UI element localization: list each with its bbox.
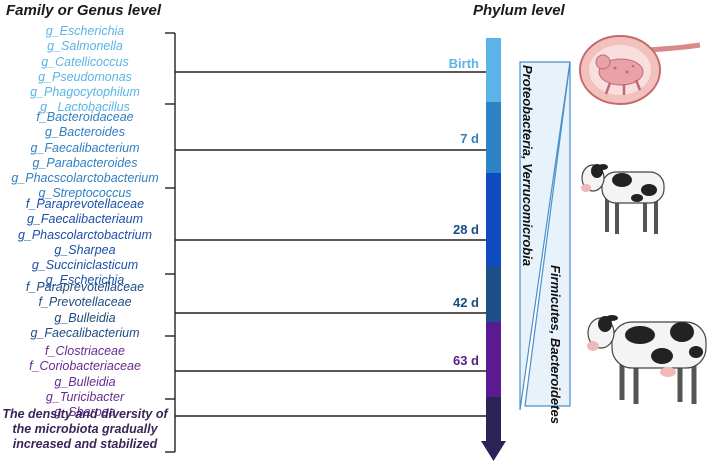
taxa-group-birth: g_Escherichia g_Salmonella g_Catellicocc… [0, 24, 170, 116]
taxa-group-7d: f_Bacteroidaceae g_Bacteroides g_Faecali… [0, 110, 170, 202]
taxon-label: f_Clostriaceae [45, 344, 125, 358]
stage-label-63d: 63 d [452, 353, 479, 368]
phylum-label-right: Firmicutes, Bacteroidetes [548, 265, 563, 424]
summary-line: The density and diversity of [2, 407, 168, 421]
stage-label-7d: 7 d [460, 131, 479, 146]
phylum-label-left: Proteobacteria, Verrucomicrobia [520, 65, 535, 267]
adult-cow-image [587, 315, 707, 404]
taxon-label: g_Phascolarctobactrium [17, 227, 153, 242]
timeline-segment-7d [486, 102, 501, 173]
stage-label-28d: 28 d [452, 222, 479, 237]
taxon-label: f_Paraprevotellaceae [25, 280, 145, 294]
taxon-label: g_Catellicoccus [41, 54, 129, 69]
taxon-label: g_Bacteroides [45, 125, 125, 140]
timeline-arrowhead [481, 441, 506, 461]
taxon-label: g_Bulleidia [54, 374, 116, 389]
taxon-label: g_ Lactobacillus [40, 100, 130, 115]
fetus-in-uterus-image [579, 35, 701, 105]
taxon-label: g_Faecalibacterium [30, 325, 140, 340]
taxon-label: g_Phacscolarctobacterium [11, 171, 159, 186]
taxa-group-28d: f_Paraprevotellaceae g_Faecalibacteriaum… [0, 197, 170, 289]
taxon-label: g_Sharpea [54, 405, 116, 420]
taxon-label: g_Faecalibacterium [30, 140, 140, 155]
timeline-segment-42d [486, 267, 501, 322]
timeline-segment-63d [486, 322, 501, 397]
stage-label-42d: 42 d [452, 295, 479, 310]
timeline-segment-end [486, 397, 501, 442]
taxon-label: g_Parabacteroides [32, 155, 138, 170]
taxon-label: g_Bulleidia [54, 310, 116, 325]
taxa-group-63d: f_Clostriaceae f_Coriobacteriaceae g_Bul… [0, 344, 170, 420]
summary-text: The density and diversity of the microbi… [0, 407, 170, 452]
stage-label-birth: Birth [448, 56, 479, 71]
taxa-group-42d: f_Paraprevotellaceae f_Prevotellaceae g_… [0, 280, 170, 341]
taxon-label: g_Escherichia [45, 24, 125, 38]
taxon-label: g_Turicibacter [45, 389, 125, 404]
taxon-label: f_Bacteroidaceae [36, 110, 134, 124]
taxon-label: g_Succiniclasticum [31, 258, 139, 273]
summary-line: the microbiota gradually [12, 422, 158, 436]
taxon-label: g_Phagocytophilum [30, 85, 140, 100]
timeline-segment-birth [486, 38, 501, 102]
left-header: Family or Genus level [6, 2, 162, 19]
summary-line: increased and stabilized [12, 437, 158, 451]
taxon-label: f_Coriobacteriaceae [29, 359, 141, 374]
taxon-label: g_Pseudomonas [38, 69, 132, 84]
timeline-segment-28d [486, 173, 501, 267]
taxon-label: f_Prevotellaceae [38, 295, 132, 310]
taxon-label: g_Sharpea [54, 242, 116, 257]
taxon-label: f_Paraprevotellaceae [25, 197, 145, 211]
right-header: Phylum level [473, 2, 565, 19]
taxon-label: g_Faecalibacteriaum [26, 212, 144, 227]
taxon-label: g_Salmonella [47, 39, 123, 54]
taxon-label: g_Streptococcus [38, 186, 132, 201]
taxon-label: g_Escherichia [45, 273, 125, 288]
calf-image [581, 164, 665, 234]
